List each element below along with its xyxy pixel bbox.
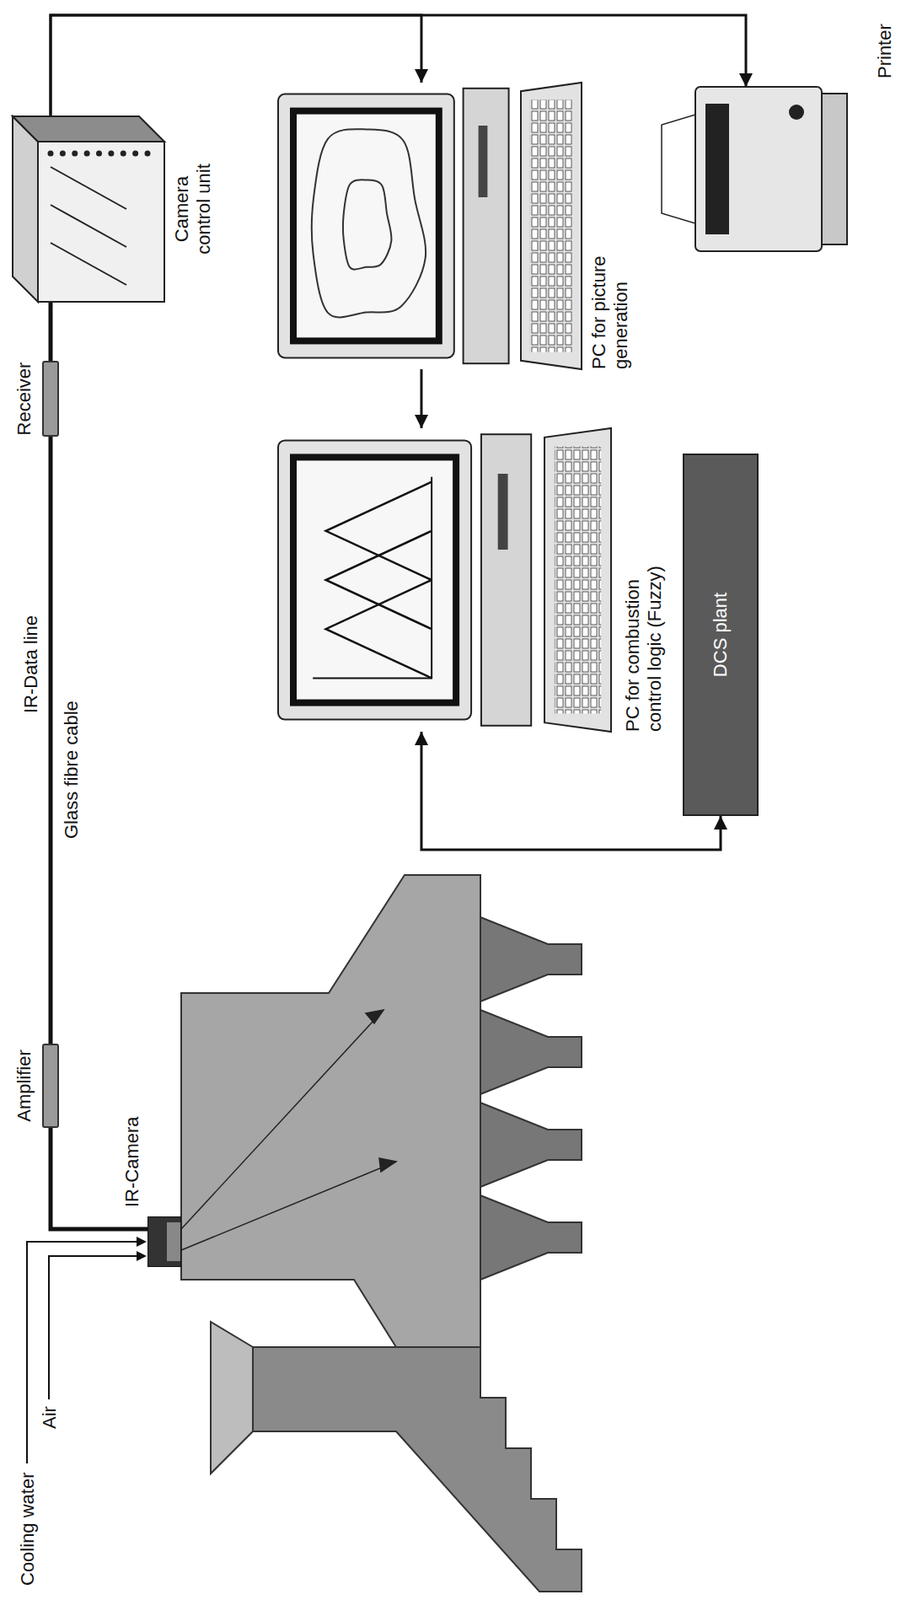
drive-slot (478, 125, 488, 198)
ash-hopper (480, 917, 582, 1002)
node-label: IR-Camera (121, 1115, 144, 1207)
indicator-dot (120, 150, 127, 157)
receiver-box: Receiver (42, 360, 59, 437)
indicator-dot (144, 150, 151, 157)
node-label: Amplifier (13, 1049, 36, 1122)
monitor (278, 439, 472, 719)
art-group (166, 1222, 181, 1261)
flame-arrow (379, 1158, 397, 1172)
keys (554, 446, 601, 714)
node-label: Camera control unit (171, 150, 215, 269)
ash-hopper (480, 1102, 582, 1187)
arrowhead (136, 1236, 147, 1247)
printer-knob (788, 104, 805, 120)
supply-leaders (26, 1241, 139, 1464)
picture-pc-art (278, 82, 582, 370)
membership-function (326, 579, 433, 678)
ir-camera-art (148, 1215, 183, 1266)
membership-function (326, 530, 433, 629)
thermal-contour (343, 179, 392, 269)
printer: Printer (653, 86, 852, 252)
arrowhead (136, 1250, 147, 1261)
camera-jacket (166, 1222, 181, 1261)
panel-stripe (50, 204, 127, 247)
printer-front (821, 93, 848, 245)
node-label: PC for picture generation (588, 217, 633, 370)
indicator-dot (59, 150, 66, 157)
cooling-water-line (26, 1241, 139, 1464)
ash-hopper (480, 1195, 582, 1280)
printer-body (695, 86, 822, 252)
sight-line (181, 1161, 397, 1250)
fuzzy-control-pc-art (278, 428, 612, 732)
thermal-contour (311, 128, 426, 317)
keys (530, 99, 573, 352)
keyboard (520, 82, 582, 370)
node-label: PC for combustion control logic (Fuzzy) (622, 520, 666, 732)
screen (293, 456, 456, 703)
camera-control-unit-art (12, 116, 165, 302)
picture-pc: PC for picture generation (278, 82, 633, 370)
camera-control-unit: Camera control unit (12, 116, 215, 302)
combustion-chamber (181, 874, 481, 1347)
unit-side (12, 116, 165, 142)
indicator-dot (107, 150, 114, 157)
panel-stripe (50, 242, 127, 285)
art-group (661, 86, 848, 252)
flame-arrow (365, 1009, 384, 1024)
indicator-dot (84, 150, 91, 157)
connector (421, 731, 721, 850)
stepped-grate (252, 1346, 582, 1592)
monitor (278, 94, 455, 359)
panel-stripe (50, 166, 127, 210)
axis (312, 477, 432, 679)
keyboard (544, 428, 612, 732)
system-unit (463, 88, 510, 364)
art-group (278, 428, 612, 732)
unit-top (12, 116, 38, 302)
dcs-plant-box: DCS plant (682, 453, 759, 816)
ash-hoppers (480, 917, 582, 1280)
connector (48, 436, 54, 1044)
connector (48, 301, 54, 361)
air-line (48, 1255, 139, 1400)
screen (293, 111, 440, 342)
indicator-dot (71, 150, 78, 157)
annotation-label: Cooling water (16, 1469, 39, 1588)
connector (420, 369, 424, 429)
line-label: IR-Data line (20, 612, 43, 716)
feed-chute (210, 1321, 582, 1592)
indicator-dot (132, 150, 139, 157)
sight-lines (181, 1009, 397, 1250)
node-label: Receiver (13, 362, 36, 436)
art-group (12, 116, 165, 302)
node-label: Printer (874, 23, 896, 79)
ir-camera: IR-Camera (147, 1216, 182, 1267)
fuzzy-control-pc: PC for combustion control logic (Fuzzy) (278, 428, 666, 732)
amplifier-box: Amplifier (42, 1043, 59, 1128)
ash-hopper (480, 1009, 582, 1094)
printer-art (653, 86, 852, 252)
node-label: DCS plant (709, 592, 732, 677)
indicator-dot (96, 150, 102, 157)
system-unit (481, 434, 531, 726)
indicator-dot (48, 150, 54, 157)
feed-hopper (210, 1321, 253, 1474)
annotation-label: Air (38, 1403, 61, 1432)
art-group (278, 82, 582, 370)
membership-function (326, 482, 433, 580)
annotation-label: Glass fibre cable (60, 697, 83, 842)
paper-slot (705, 103, 730, 235)
drive-slot (498, 473, 509, 550)
unit-front (37, 141, 165, 302)
sight-line (181, 1009, 384, 1229)
